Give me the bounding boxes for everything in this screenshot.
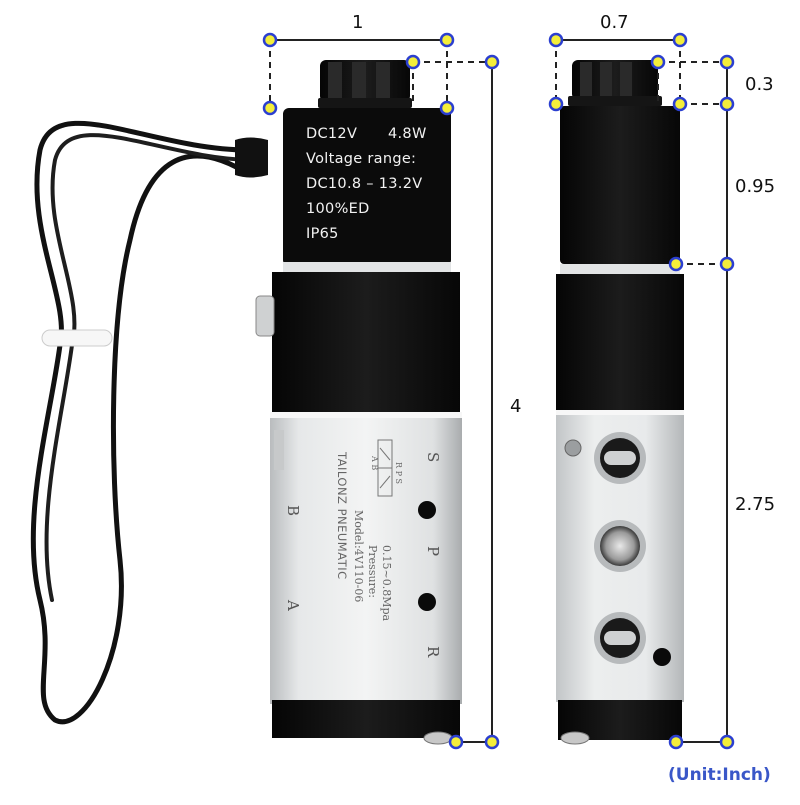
coil-duty-cycle: 100%ED [306, 201, 370, 217]
pressure-label-engraving: Pressure: [366, 545, 379, 598]
port-hole-s [418, 501, 436, 519]
valve-symbol [377, 439, 393, 497]
coil-block-side [560, 106, 680, 264]
port-label-p: P [424, 546, 442, 556]
side-small-hole [653, 648, 671, 666]
coil-ip-rating: IP65 [306, 226, 339, 242]
coil-knob-front [318, 60, 412, 108]
front-valve: B S A P R TAILONZ PNEUMATIC Model:4V110-… [255, 60, 462, 745]
coil-voltage-range-value: DC10.8 – 13.2V [306, 176, 422, 192]
side-port-bottom [594, 612, 646, 664]
side-pin [564, 439, 582, 457]
side-port-top [594, 432, 646, 484]
dim-front-width: 1 [352, 12, 363, 33]
port-label-s: S [424, 452, 442, 462]
pressure-value-engraving: 0.15~0.8Mpa [380, 545, 393, 622]
model-engraving: Model:4V110-06 [352, 510, 365, 602]
dim-coil-height: 0.95 [735, 176, 775, 197]
upper-housing-side [556, 274, 684, 410]
bottom-screw-front [423, 731, 453, 745]
coil-voltage: DC12V [306, 126, 357, 142]
dimension-lines [269, 39, 728, 743]
cable-grommet [235, 137, 268, 178]
symbol-label-bottom: R P S [394, 462, 403, 484]
coil-power: 4.8W [388, 126, 427, 142]
lower-cap-front [272, 700, 460, 738]
dim-side-width: 0.7 [600, 12, 629, 33]
unit-note: (Unit:Inch) [668, 765, 771, 785]
dim-total-height: 4 [510, 396, 521, 417]
coil-block-front [283, 108, 451, 266]
manual-override-button [255, 295, 275, 337]
port-label-r: R [424, 646, 442, 658]
dim-body-height: 2.75 [735, 494, 775, 515]
cable-wire [30, 120, 268, 725]
coil-voltage-range-label: Voltage range: [306, 151, 416, 167]
side-port-muffler [594, 520, 646, 572]
port-hole-p [418, 593, 436, 611]
coil-knob-side [568, 60, 662, 106]
port-label-a: A [284, 599, 302, 611]
aluminum-body-front [270, 412, 462, 704]
bottom-screw-side [560, 731, 590, 745]
dim-knob-height: 0.3 [745, 74, 774, 95]
cable-tie [41, 329, 113, 347]
upper-housing-front [272, 272, 460, 412]
symbol-label-top: A B [370, 455, 379, 470]
port-label-b: B [284, 505, 302, 516]
dimension-markers [262, 32, 735, 750]
brand-engraving: TAILONZ PNEUMATIC [335, 451, 349, 580]
side-valve [556, 60, 684, 745]
